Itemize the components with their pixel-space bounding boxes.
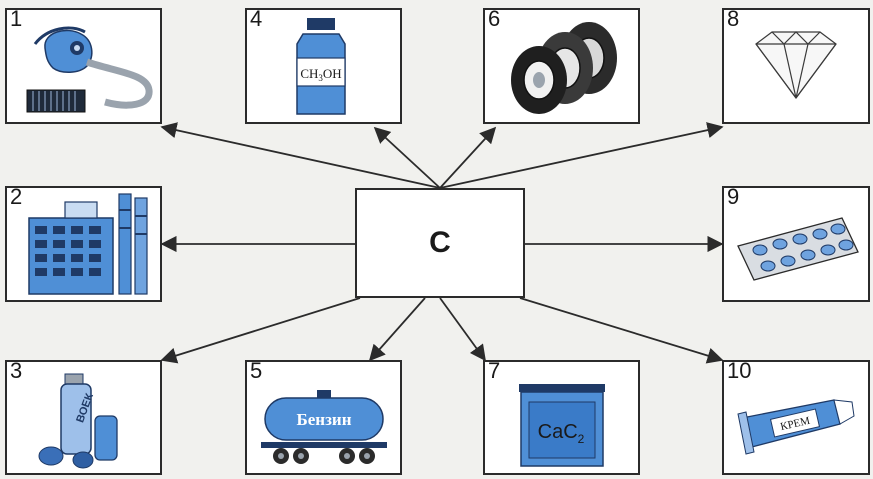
item-number-9: 9: [727, 184, 740, 209]
pill-blister-icon: [737, 217, 859, 281]
arrow-to-6: [439, 126, 497, 189]
item-box-1: 1: [5, 8, 162, 124]
diamond-icon: [755, 31, 837, 100]
item-number-5: 5: [250, 358, 263, 383]
fuel-tank-icon: Бензин: [261, 390, 387, 464]
item-box-2: 2: [5, 186, 162, 302]
item-box-7: CaC2 7: [483, 360, 640, 475]
item-number-6: 6: [488, 6, 501, 31]
item-number-3: 3: [10, 358, 23, 383]
arrow-to-3: [160, 297, 361, 364]
container-label-sub: 2: [578, 432, 585, 446]
item-number-1: 1: [10, 6, 23, 31]
bottle-label-sub: 3: [318, 73, 323, 83]
item-box-6: 6: [483, 8, 640, 124]
container-label-main: CaC: [538, 421, 578, 443]
item-box-8: 8: [722, 8, 870, 124]
arrow-to-8: [439, 122, 724, 189]
bottle-icon: CH3OH: [296, 18, 346, 115]
arrow-to-4: [373, 126, 441, 189]
item-box-10: КРЕМ 10: [722, 360, 870, 475]
aerosol-can-icon: ВОЕК: [38, 373, 118, 469]
cream-tube-icon: КРЕМ: [737, 399, 855, 455]
tires-icon: [511, 22, 617, 114]
arrow-to-1: [160, 122, 441, 189]
building-icon: [28, 193, 148, 295]
container-icon: CaC2: [519, 384, 605, 467]
gas-mask-icon: [26, 26, 153, 113]
center-label: C: [429, 226, 451, 259]
center-box: C: [355, 188, 525, 298]
container-label: CaC2: [538, 421, 585, 446]
arrow-to-5: [368, 297, 426, 362]
item-box-4: CH3OH 4: [245, 8, 402, 124]
item-number-7: 7: [488, 358, 501, 383]
item-number-2: 2: [10, 184, 23, 209]
item-number-4: 4: [250, 6, 263, 31]
bottle-label-main: CH: [300, 66, 318, 81]
tank-text: Бензин: [296, 410, 351, 429]
item-box-3: ВОЕК 3: [5, 360, 162, 475]
item-number-8: 8: [727, 6, 740, 31]
arrow-to-7: [439, 297, 486, 362]
item-box-5: Бензин 5: [245, 360, 402, 475]
bottle-label-tail: OH: [323, 66, 342, 81]
item-box-9: 9: [722, 186, 870, 302]
arrow-to-10: [519, 297, 724, 364]
item-number-10: 10: [727, 358, 752, 383]
bottle-label: CH3OH: [300, 66, 341, 83]
